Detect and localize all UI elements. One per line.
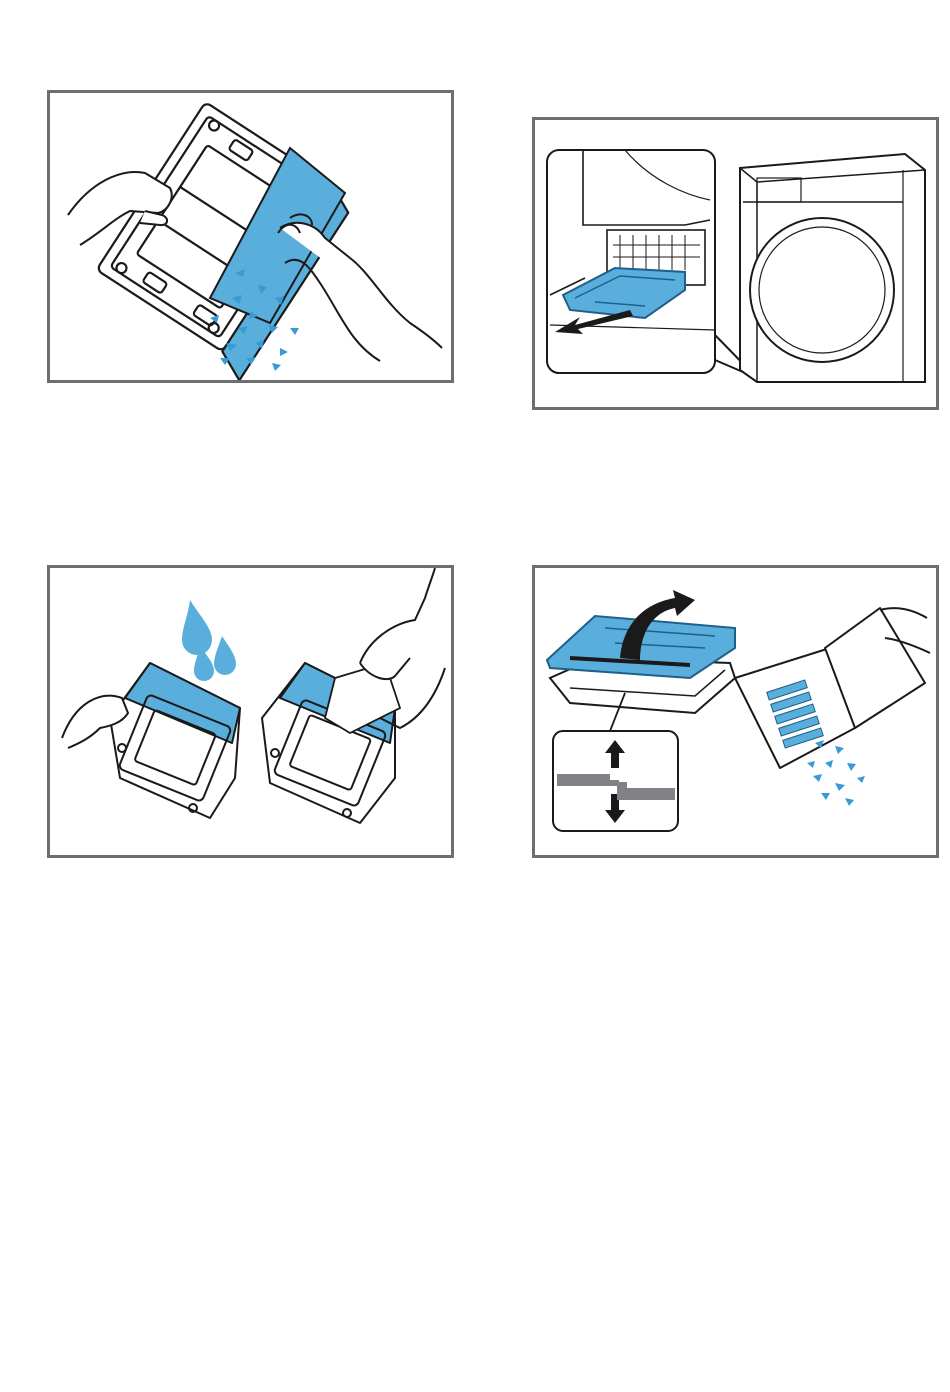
illustration-open-filter — [532, 565, 939, 858]
hand-brush-lint-off-filter-icon — [50, 93, 451, 380]
illustration-pull-out-filter — [532, 117, 939, 410]
open-filter-remove-lint-icon — [535, 568, 936, 855]
water-drop-icon — [182, 600, 236, 681]
illustration-rinse-filter — [47, 565, 454, 858]
pull-out-fluff-filter-dryer-icon — [535, 120, 936, 407]
illustration-brush-lint-off-filter — [47, 90, 454, 383]
rinse-and-dry-filter-icon — [50, 568, 451, 855]
